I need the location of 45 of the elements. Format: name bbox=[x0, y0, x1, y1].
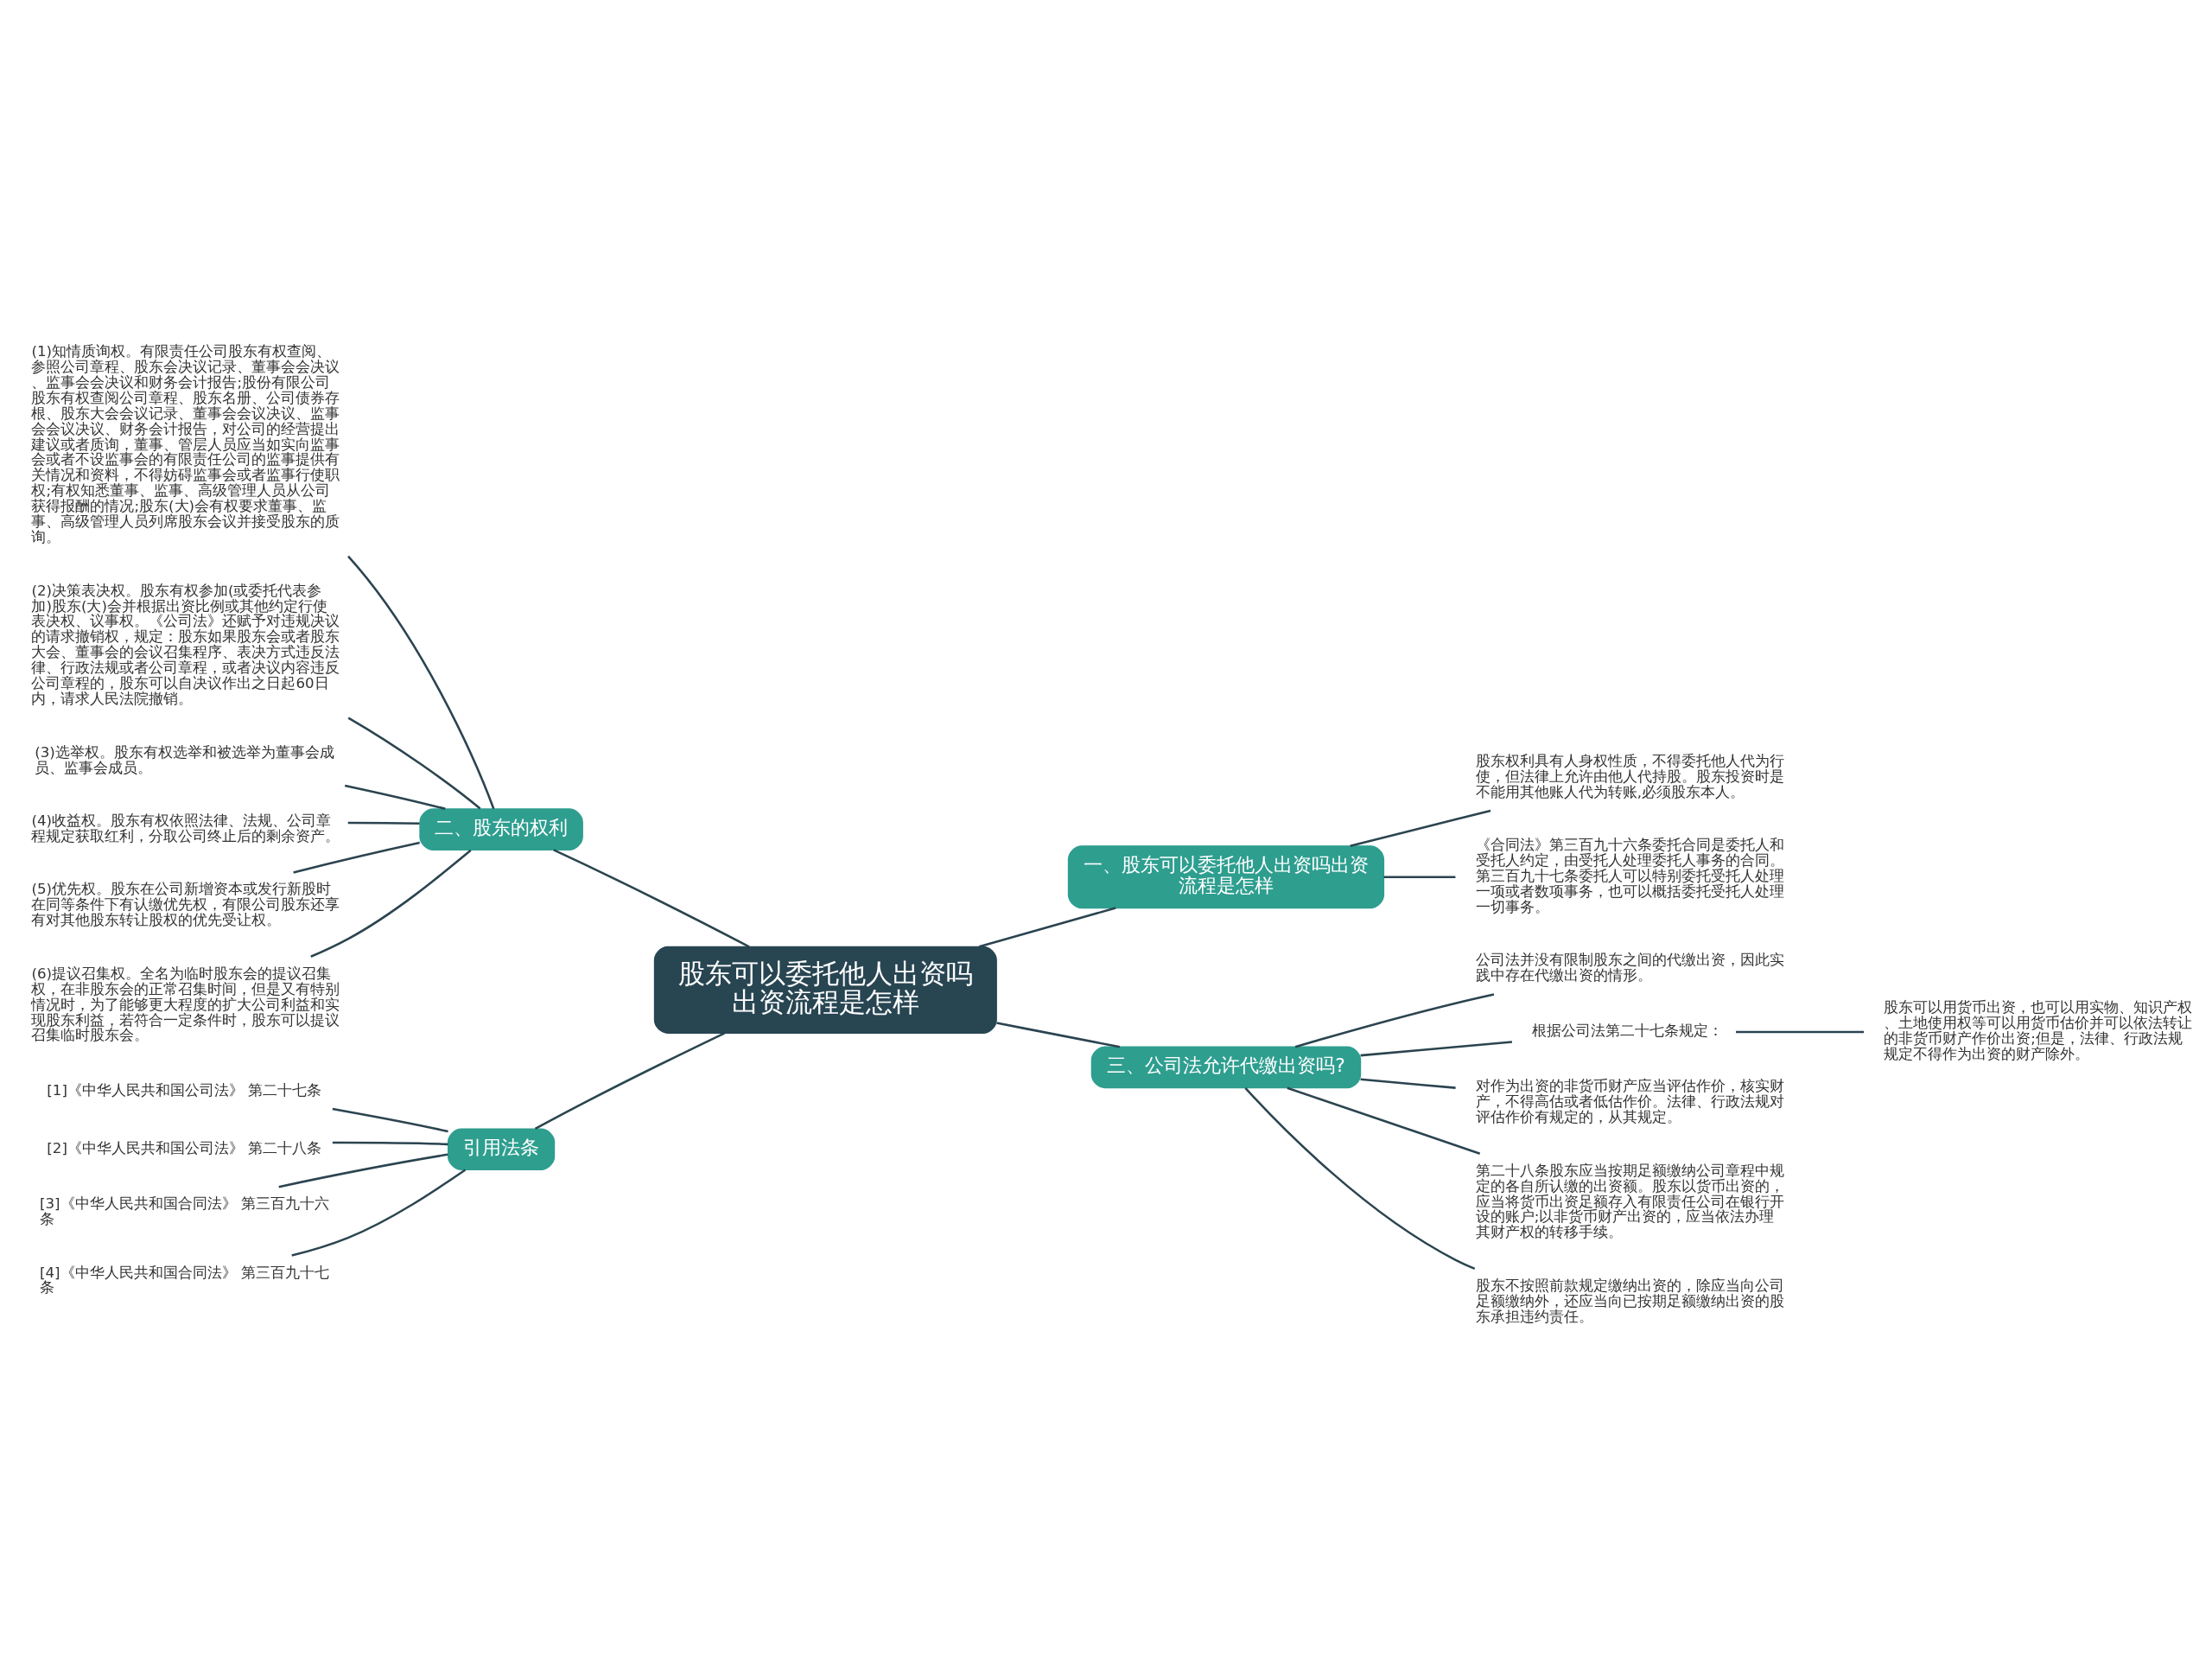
node-text: (3)选举权。股东有权选举和被选举为董事会成员、监事会成员。 bbox=[35, 743, 334, 776]
connector bbox=[1244, 1086, 1476, 1270]
node-box: 二、股东的权利 bbox=[419, 807, 583, 850]
node-text: 第二十八条股东应当按期足额缴纳公司章程中规定的各自所认缴的出资额。股东以货币出资的，应当将货币出资足额存入有限责任公司在银行开设的账户;以非货币财产出资的，应当依法办理其财产权的转移手续。 bbox=[1475, 1162, 1784, 1240]
connector bbox=[1360, 1078, 1456, 1089]
node-text: (5)优先权。股东在公司新增资本或发行新股时在同等条件下有认缴优先权，有限公司股东还享有对其他股东转让股权的优先受让权。 bbox=[31, 880, 340, 928]
connector bbox=[310, 849, 472, 958]
connector bbox=[1736, 1030, 1865, 1033]
node-box: 一、股东可以委托他人出资吗出资流程是怎样 bbox=[1067, 844, 1385, 908]
node-box: 股东可以委托他人出资吗出资流程是怎样 bbox=[653, 946, 997, 1034]
connector bbox=[1360, 1040, 1512, 1056]
node-text: 股东权利具有人身权性质，不得委托他人代为行使，但法律上允许由他人代持股。股东投资时是不能用其他账人代为转账,必须股东本人。 bbox=[1475, 752, 1784, 800]
node-text: [3]《中华人民共和国合同法》 第三百九十六条 bbox=[40, 1194, 329, 1227]
connector bbox=[332, 1107, 448, 1132]
node-text: (4)收益权。股东有权依照法律、法规、公司章程规定获取红利，分取公司终止后的剩余资产。 bbox=[31, 812, 340, 844]
connector bbox=[347, 716, 481, 810]
node-text: (1)知情质询权。有限责任公司股东有权查阅、参照公司章程、股东会决议记录、董事会会决议、监事会会决议和财务会计报告;股份有限公司股东有权查阅公司章程、股东名册、公司债券存根、股东大会会议记录、董事会会议决议、监事会会议决议、财务会计报告，对公司的经营提出建议或者质询，董事、管层人员应当如实向监事会或者不设监事会的有限责任公司的监事提供有关情况和资料，不得妨碍监事会或者监事行使职权;有权知悉董事、监事、高级管理人员从公司获得报酬的情况;股东(大)会有权要求董事、监事、高级管理人员列席股东会议并接受股东的质询。 bbox=[31, 342, 340, 545]
connector bbox=[1287, 1086, 1481, 1155]
connector bbox=[347, 821, 420, 825]
node-text: [1]《中华人民共和国公司法》 第二十七条 bbox=[47, 1081, 322, 1099]
connector bbox=[293, 841, 420, 874]
node-text: [2]《中华人民共和国公司法》 第二十八条 bbox=[47, 1139, 322, 1156]
connector bbox=[291, 1168, 467, 1257]
connector bbox=[978, 906, 1116, 947]
connector bbox=[553, 848, 750, 947]
node-text: 《合同法》第三百九十六条委托合同是委托人和受托人约定，由受托人处理委托人事务的合同。第三百九十七条委托人可以特别委托受托人处理一项或者数项事务，也可以概括委托受托人处理一切事务。 bbox=[1475, 836, 1784, 915]
connector bbox=[1294, 992, 1495, 1048]
node-box: 引用法条 bbox=[448, 1127, 556, 1170]
connector bbox=[534, 1031, 726, 1130]
connector bbox=[1383, 875, 1456, 878]
node-text: 对作为出资的非货币财产应当评估作价，核实财产，不得高估或者低估作价。法律、行政法规对评估作价有规定的，从其规定。 bbox=[1475, 1077, 1784, 1125]
node-text: 公司法并没有限制股东之间的代缴出资，因此实践中存在代缴出资的情形。 bbox=[1475, 951, 1784, 984]
node-box: 三、公司法允许代缴出资吗? bbox=[1090, 1046, 1362, 1088]
connector bbox=[332, 1141, 448, 1145]
node-text: (2)决策表决权。股东有权参加(或委托代表参加)股东(大)会并根据出资比例或其他约定行使表决权、议事权。《公司法》还赋予对违规决议的请求撤销权，规定：股东如果股东会或者股东大会、董事会的会议召集程序、表决方式违反法律、行政法规或者公司章程，或者决议内容违反公司章程的，股东可以自决议作出之日起60日内，请求人民法院撤销。 bbox=[31, 582, 340, 707]
node-text: [4]《中华人民共和国合同法》 第三百九十七条 bbox=[40, 1264, 329, 1296]
connector bbox=[1350, 809, 1491, 847]
connector bbox=[278, 1153, 448, 1188]
connector bbox=[344, 784, 446, 810]
node-text: 股东不按照前款规定缴纳出资的，除应当向公司足额缴纳外，还应当向已按期足额缴纳出资的股东承担违约责任。 bbox=[1475, 1277, 1784, 1325]
node-text: 股东可以用货币出资，也可以用实物、知识产权、土地使用权等可以用货币估价并可以依法转让的非货币财产作价出资;但是，法律、行政法规规定不得作为出资的财产除外。 bbox=[1884, 998, 2193, 1062]
connector bbox=[996, 1021, 1121, 1048]
connector bbox=[347, 555, 495, 809]
node-text: 根据公司法第二十七条规定： bbox=[1532, 1022, 1724, 1039]
node-text: (6)提议召集权。全名为临时股东会的提议召集权，在非股东会的正常召集时间，但是又有特别情况时，为了能够更大程度的扩大公司利益和实现股东利益，若符合一定条件时，股东可以提议召集临时股东会。 bbox=[31, 965, 340, 1043]
